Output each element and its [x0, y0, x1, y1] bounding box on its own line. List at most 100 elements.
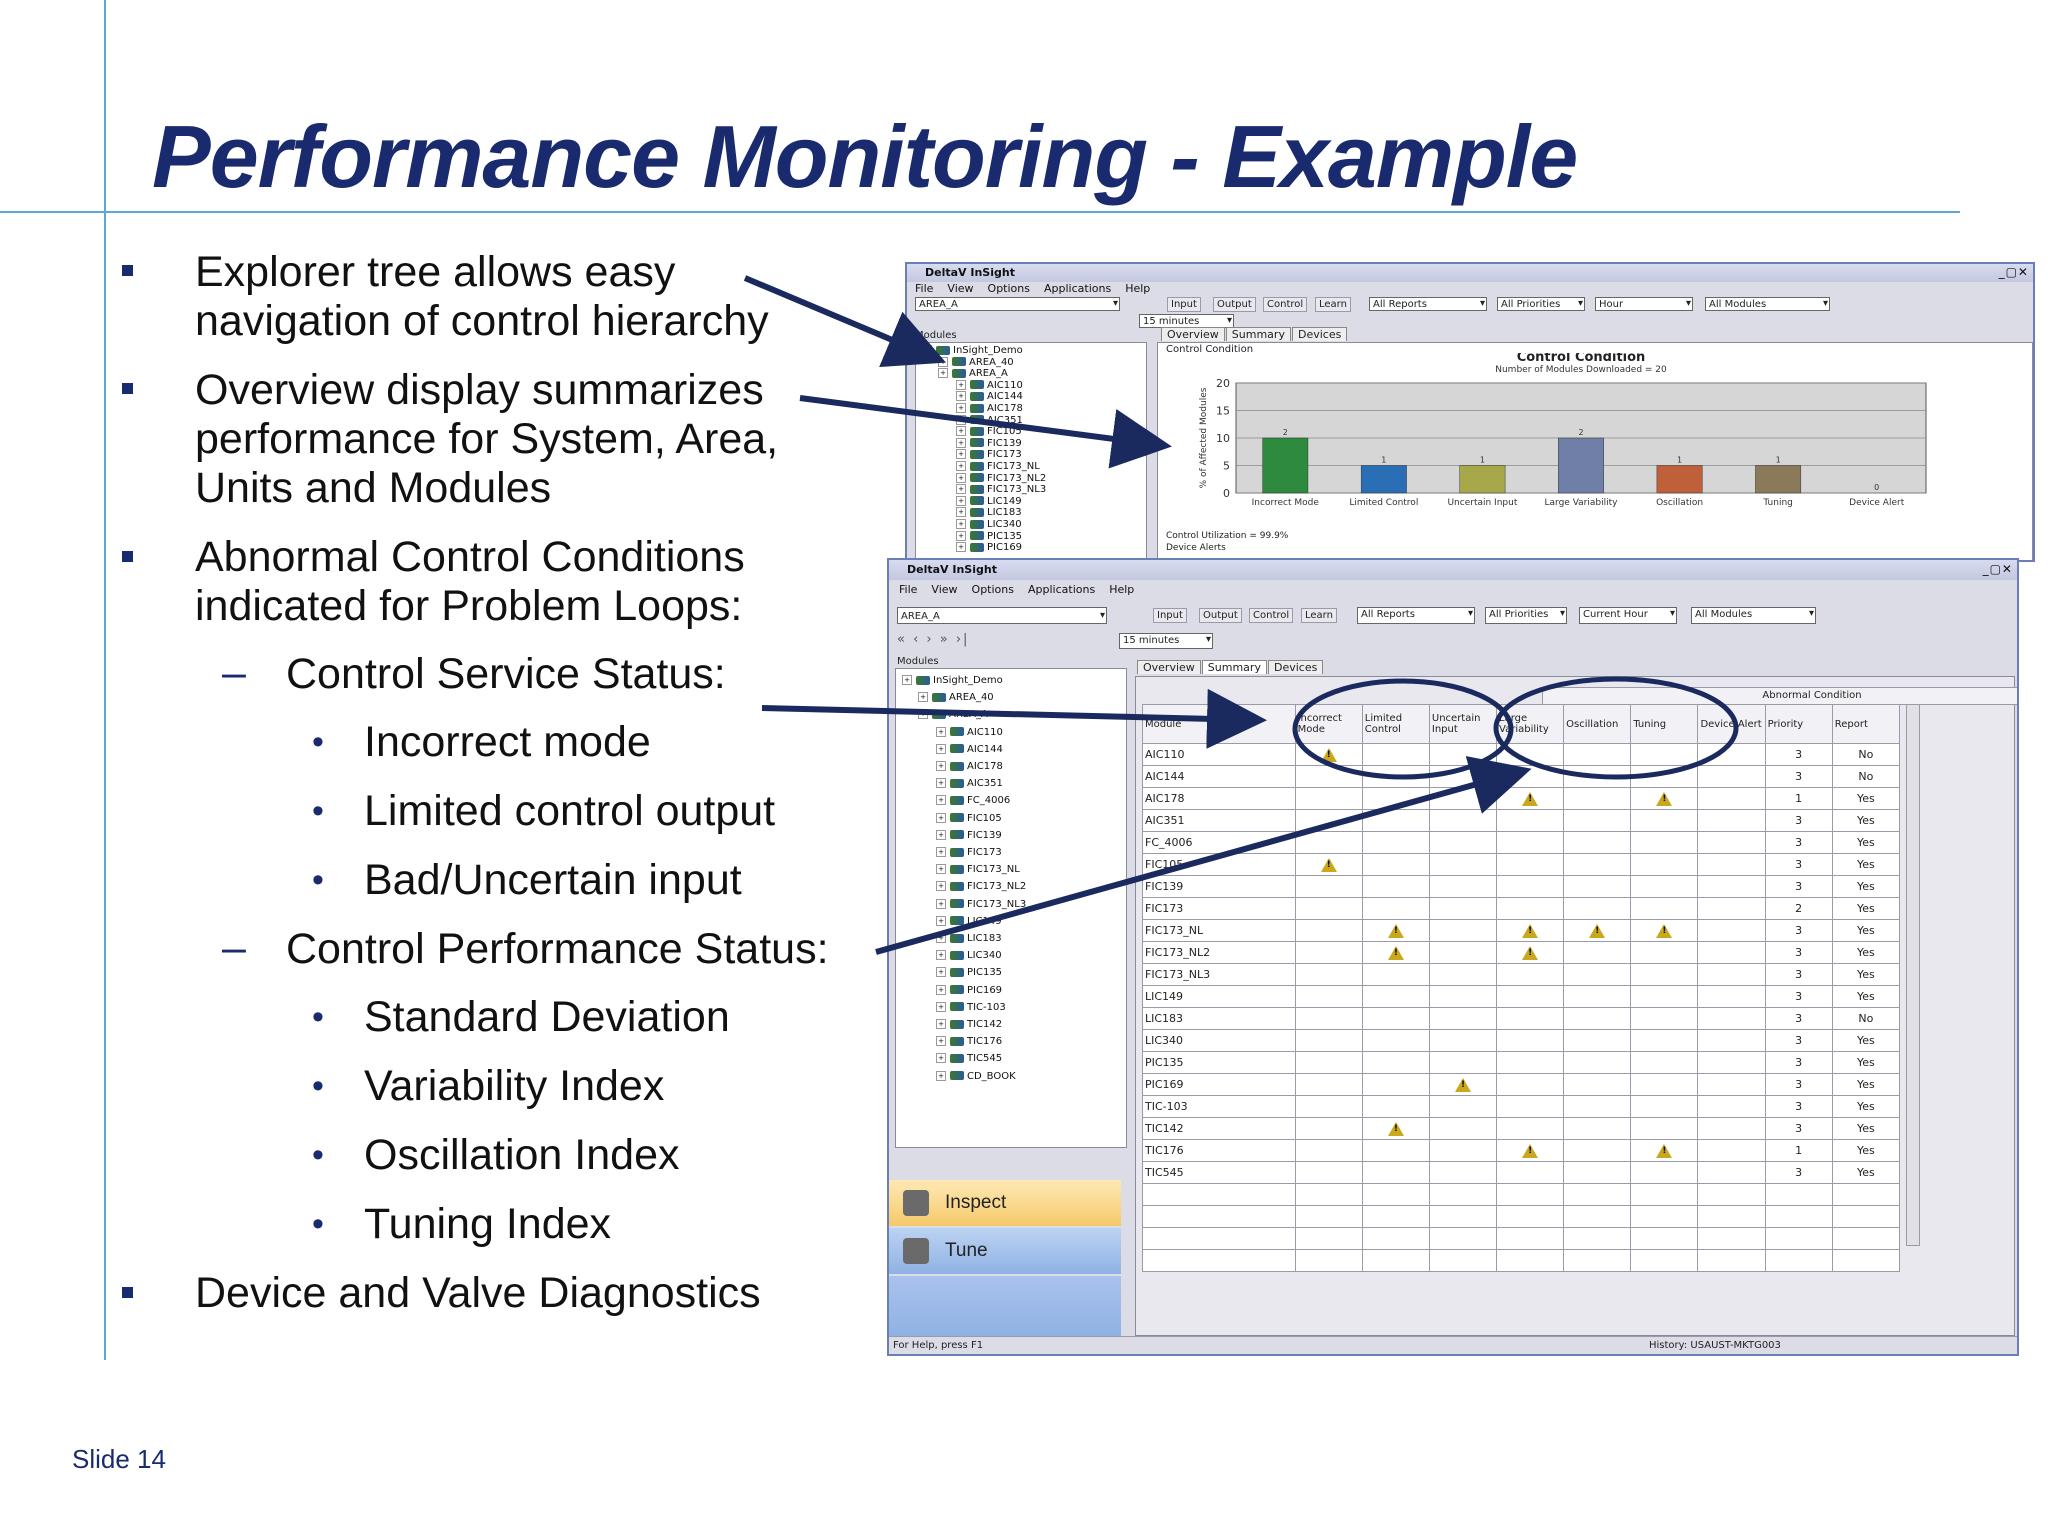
- tree-node[interactable]: +AREA_40: [918, 692, 994, 703]
- tree-node[interactable]: +FC_4006: [936, 795, 1010, 806]
- expand-icon[interactable]: +: [956, 379, 966, 390]
- expand-icon[interactable]: +: [936, 1070, 946, 1081]
- expand-icon[interactable]: +: [936, 778, 946, 789]
- input-button[interactable]: Input: [1153, 608, 1187, 623]
- expand-icon[interactable]: +: [956, 530, 966, 541]
- expand-icon[interactable]: +: [956, 519, 966, 529]
- menu-file[interactable]: File: [899, 583, 918, 596]
- modules-filter[interactable]: All Modules: [1705, 297, 1830, 311]
- control-button[interactable]: Control: [1263, 297, 1308, 312]
- tree-node[interactable]: +LIC149: [956, 495, 1022, 507]
- column-header[interactable]: Device Alert: [1697, 704, 1766, 744]
- tree-node[interactable]: +AIC144: [936, 743, 1003, 755]
- tree-node[interactable]: +LIC183: [956, 507, 1022, 518]
- tree-node[interactable]: +FIC173_NL: [936, 864, 1020, 875]
- table-row[interactable]: FIC173_NL23Yes: [1142, 941, 1901, 964]
- expand-icon[interactable]: +: [936, 898, 946, 909]
- tree-node[interactable]: +PIC169: [936, 984, 1002, 996]
- expand-icon[interactable]: +: [956, 484, 966, 495]
- expand-icon[interactable]: +: [936, 984, 946, 995]
- reports-filter[interactable]: All Reports: [1369, 297, 1487, 311]
- expand-icon[interactable]: +: [956, 449, 966, 460]
- tree-node[interactable]: +AREA_A: [938, 368, 1008, 379]
- time-filter[interactable]: Hour: [1595, 297, 1693, 311]
- priorities-filter[interactable]: All Priorities: [1485, 607, 1567, 624]
- expand-icon[interactable]: +: [936, 881, 946, 892]
- tree-node[interactable]: +FIC173: [936, 847, 1002, 858]
- expand-icon[interactable]: +: [902, 675, 912, 685]
- expand-icon[interactable]: +: [918, 692, 928, 703]
- tab-overview[interactable]: Overview: [1161, 327, 1225, 341]
- tree-node[interactable]: +AIC110: [936, 726, 1003, 738]
- tree-node[interactable]: +PIC169: [956, 542, 1022, 553]
- table-row[interactable]: TIC1761Yes: [1142, 1139, 1901, 1162]
- expand-icon[interactable]: +: [936, 950, 946, 961]
- tree-node[interactable]: +TIC142: [936, 1019, 1002, 1030]
- expand-icon[interactable]: +: [956, 403, 966, 413]
- tree-node[interactable]: +TIC-103: [936, 1001, 1006, 1013]
- tab-summary[interactable]: Summary: [1225, 327, 1291, 341]
- tree-node[interactable]: +CD_BOOK: [936, 1070, 1016, 1082]
- expand-icon[interactable]: +: [956, 472, 966, 483]
- range-combo[interactable]: 15 minutes: [1119, 633, 1213, 649]
- expand-icon[interactable]: +: [956, 461, 966, 471]
- modules-filter[interactable]: All Modules: [1691, 607, 1816, 624]
- tree-node[interactable]: +PIC135: [956, 530, 1022, 542]
- tab-overview[interactable]: Overview: [1137, 660, 1201, 674]
- learn-button[interactable]: Learn: [1301, 608, 1337, 623]
- table-row[interactable]: FIC173_NL3Yes: [1142, 919, 1901, 942]
- nav-arrows[interactable]: « ‹ › » ›|: [897, 632, 970, 647]
- menu-options[interactable]: Options: [987, 282, 1030, 295]
- tree-node[interactable]: +AIC351: [936, 778, 1003, 789]
- column-header[interactable]: Limited Control: [1361, 704, 1430, 744]
- control-button[interactable]: Control: [1249, 608, 1294, 623]
- tree-node[interactable]: +FIC173_NL2: [936, 881, 1026, 892]
- output-button[interactable]: Output: [1213, 297, 1256, 312]
- expand-icon[interactable]: +: [956, 437, 966, 448]
- menu-options[interactable]: Options: [971, 583, 1014, 596]
- tree-node[interactable]: +FIC139: [956, 437, 1022, 449]
- tree-node[interactable]: +FIC105: [956, 426, 1022, 437]
- tree-node[interactable]: +FIC173_NL3: [956, 484, 1046, 495]
- tree-node[interactable]: +InSight_Demo: [902, 675, 1003, 686]
- reports-filter[interactable]: All Reports: [1357, 607, 1475, 624]
- expand-icon[interactable]: +: [936, 743, 946, 754]
- expand-icon[interactable]: +: [936, 761, 946, 771]
- learn-button[interactable]: Learn: [1315, 297, 1351, 312]
- tree-node[interactable]: +FIC173: [956, 449, 1022, 460]
- expand-icon[interactable]: +: [936, 915, 946, 926]
- table-scrollbar[interactable]: [1906, 704, 1920, 1246]
- expand-icon[interactable]: +: [956, 507, 966, 518]
- expand-icon[interactable]: +: [956, 426, 966, 437]
- menu-view[interactable]: View: [931, 583, 958, 596]
- expand-icon[interactable]: +: [936, 829, 946, 840]
- priorities-filter[interactable]: All Priorities: [1497, 297, 1585, 311]
- expand-icon[interactable]: +: [936, 864, 946, 875]
- expand-icon[interactable]: +: [938, 368, 948, 379]
- tree-node[interactable]: +LIC340: [936, 950, 1002, 961]
- area-combo[interactable]: AREA_A: [915, 297, 1120, 311]
- expand-icon[interactable]: +: [936, 812, 946, 823]
- window-controls[interactable]: _▢✕: [1982, 562, 2013, 576]
- tree-node[interactable]: +TIC545: [936, 1053, 1002, 1064]
- tree-node[interactable]: +PIC135: [936, 967, 1002, 978]
- expand-icon[interactable]: +: [956, 495, 966, 506]
- inspect-button[interactable]: Inspect: [889, 1180, 1121, 1226]
- column-header[interactable]: Report: [1831, 704, 1901, 744]
- tab-summary[interactable]: Summary: [1201, 660, 1267, 674]
- input-button[interactable]: Input: [1167, 297, 1201, 312]
- table-row[interactable]: AIC1103No: [1142, 743, 1901, 766]
- menu-view[interactable]: View: [947, 282, 974, 295]
- tree-node[interactable]: +FIC105: [936, 812, 1002, 824]
- expand-icon[interactable]: +: [936, 1019, 946, 1029]
- tree-node[interactable]: +TIC176: [936, 1036, 1002, 1047]
- window-controls[interactable]: _▢✕: [1998, 265, 2029, 279]
- tree-node[interactable]: +FIC173_NL: [956, 461, 1040, 472]
- menu-help[interactable]: Help: [1109, 583, 1135, 596]
- menu-applications[interactable]: Applications: [1043, 282, 1112, 295]
